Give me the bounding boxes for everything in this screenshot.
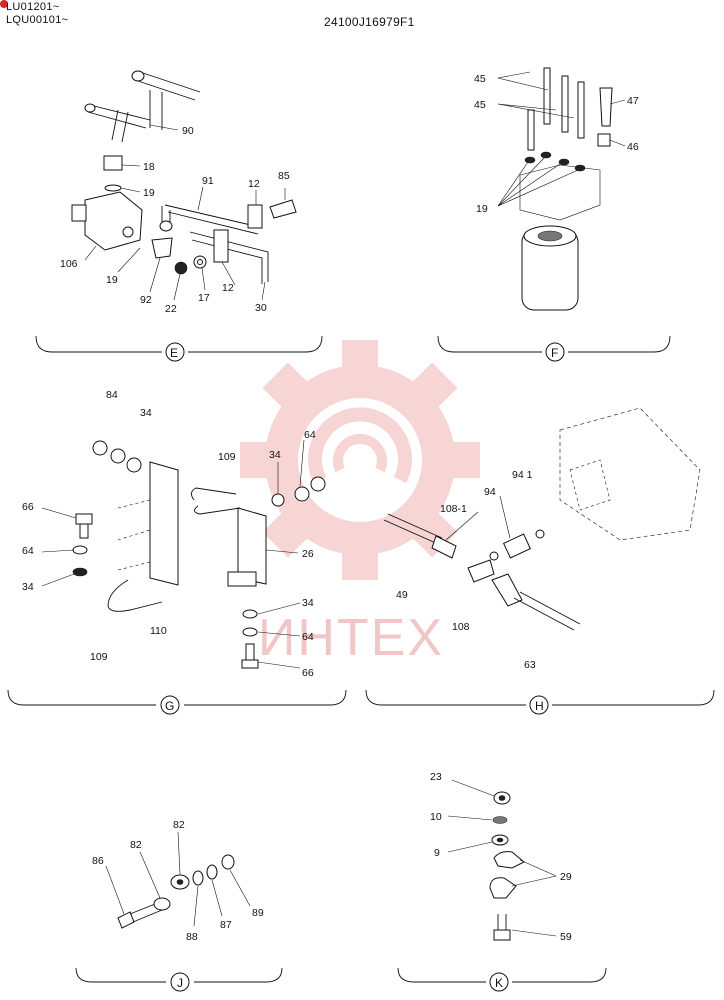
section-f-drawing	[519, 67, 613, 311]
part-callout: 46	[627, 141, 639, 153]
section-e-labels: 90 18 19 85 12 91 106 19 92 22 17 12 30	[60, 125, 290, 315]
section-g-drawing	[72, 440, 326, 669]
section-h-letter: H	[535, 699, 544, 713]
part-callout: 66	[302, 667, 314, 679]
section-e-drawing	[71, 70, 297, 284]
corner-marker	[0, 0, 8, 8]
section-h-leaders	[445, 495, 511, 541]
section-g-leaders	[41, 439, 305, 669]
part-callout: 19	[476, 203, 488, 215]
part-callout: 90	[182, 125, 194, 137]
section-g-bracket: G	[7, 689, 347, 715]
section-f-labels: 45 45 47 46 19	[474, 73, 639, 215]
watermark-logo	[240, 340, 480, 580]
part-callout: 110	[150, 625, 167, 637]
section-f-leaders	[497, 71, 626, 207]
part-callout: 66	[22, 501, 34, 513]
serial-range-1: LU01201~	[6, 1, 60, 13]
section-f-bracket: F	[437, 335, 671, 362]
section-g-letter: G	[165, 699, 174, 713]
section-j-bracket: J	[75, 967, 283, 992]
part-callout: 63	[524, 659, 536, 671]
part-callout: 19	[106, 274, 118, 286]
part-callout: 23	[430, 771, 442, 783]
part-callout: 49	[396, 589, 408, 601]
part-callout: 12	[248, 178, 260, 190]
part-callout: 86	[92, 855, 104, 867]
part-callout: 22	[165, 303, 177, 315]
part-callout: 17	[198, 292, 210, 304]
section-j-labels: 82 82 86 87 88 89	[92, 819, 264, 943]
section-e-letter: E	[170, 346, 178, 360]
serial-range-2: LQU00101~	[6, 14, 69, 26]
part-callout: 84	[106, 389, 118, 401]
part-callout: 34	[140, 407, 152, 419]
part-callout: 18	[143, 161, 155, 173]
part-callout: 9	[434, 847, 440, 859]
section-e-bracket: E	[35, 335, 323, 362]
part-callout: 29	[560, 871, 572, 883]
part-callout: 26	[302, 548, 314, 560]
part-callout: 59	[560, 931, 572, 943]
part-callout: 89	[252, 907, 264, 919]
section-k-labels: 23 10 9 29 59	[430, 771, 572, 943]
part-callout: 30	[255, 302, 267, 314]
section-k-drawing	[489, 791, 525, 941]
section-j-leaders	[105, 831, 251, 927]
part-callout: 64	[304, 429, 316, 441]
watermark-text: ИНТЕХ	[258, 609, 444, 667]
part-callout: 108-1	[440, 503, 467, 515]
part-callout: 109	[90, 651, 108, 663]
section-f-letter: F	[551, 346, 558, 360]
part-callout: 64	[302, 631, 314, 643]
part-callout: 82	[130, 839, 142, 851]
part-callout: 34	[302, 597, 314, 609]
part-number: 24100J16979F1	[324, 15, 415, 29]
part-callout: 45	[474, 73, 486, 85]
part-callout: 94 1	[512, 469, 533, 481]
section-k-leaders	[447, 779, 557, 937]
part-callout: 87	[220, 919, 232, 931]
part-callout: 85	[278, 170, 290, 182]
section-e-leaders	[84, 124, 286, 301]
part-callout: 64	[22, 545, 34, 557]
section-k-letter: K	[495, 976, 503, 990]
section-j-letter: J	[177, 976, 183, 990]
part-callout: 92	[140, 294, 152, 306]
part-callout: 34	[22, 581, 34, 593]
part-callout: 108	[452, 621, 470, 633]
part-callout: 45	[474, 99, 486, 111]
part-callout: 94	[484, 486, 496, 498]
section-h-labels: 94 1 94 108-1 49 108 63	[396, 469, 536, 671]
section-k-bracket: K	[397, 967, 607, 992]
part-callout: 91	[202, 175, 214, 187]
section-g-labels: 84 34 109 34 64 66 64 34 26 34 64 66 110…	[22, 389, 316, 679]
part-callout: 47	[627, 95, 639, 107]
section-h-bracket: H	[365, 689, 715, 715]
part-callout: 88	[186, 931, 198, 943]
part-callout: 82	[173, 819, 185, 831]
section-h-drawing	[383, 407, 701, 631]
part-callout: 10	[430, 811, 442, 823]
part-callout: 109	[218, 451, 236, 463]
part-callout: 12	[222, 282, 234, 294]
part-callout: 106	[60, 258, 78, 270]
part-callout: 19	[143, 187, 155, 199]
section-j-drawing	[117, 854, 235, 929]
part-callout: 34	[269, 449, 281, 461]
